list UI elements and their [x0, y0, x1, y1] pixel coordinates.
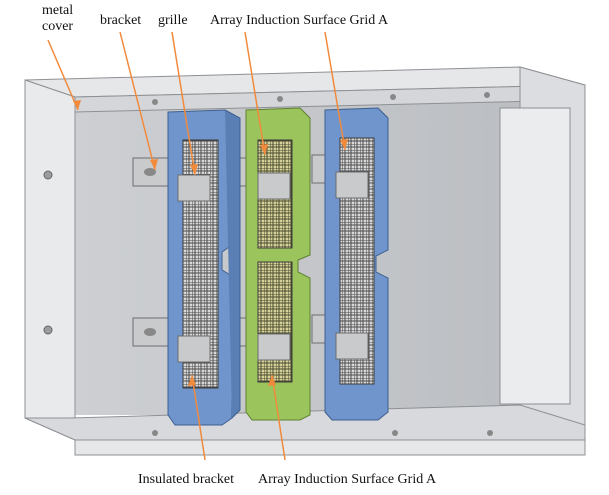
- screw-hole: [392, 430, 398, 436]
- label-metal-cover: metal cover: [42, 3, 102, 35]
- label-array-induction-grid-top: Array Induction Surface Grid A: [210, 13, 389, 28]
- arrowhead: [260, 144, 268, 155]
- array-induction-grid-plate: [245, 107, 311, 421]
- bracket-clamp: [177, 174, 211, 202]
- arrowhead: [340, 139, 348, 150]
- arrowhead: [268, 375, 276, 386]
- label-metal-cover-line1: metal: [42, 3, 74, 18]
- enclosure-bottom-edge: [74, 439, 586, 456]
- bracket-clamp: [177, 335, 211, 363]
- callout-arrow-insulated-bracket: [191, 374, 206, 461]
- screw-hole: [152, 430, 158, 436]
- callout-arrow-grid-top-left: [244, 31, 266, 156]
- label-bracket: bracket: [100, 13, 142, 28]
- bracket-clamp: [257, 172, 291, 200]
- screw-hole: [152, 99, 158, 105]
- insulated-bracket-right: [324, 107, 389, 421]
- bracket-clamp: [257, 333, 291, 361]
- arrowhead: [188, 375, 196, 386]
- arrowhead: [190, 164, 198, 175]
- enclosure-right-inner: [499, 107, 571, 405]
- screw-hole: [390, 94, 396, 100]
- metal-cover-panel: [24, 79, 76, 441]
- screw-hole: [43, 325, 53, 335]
- callout-arrow-grid-bottom: [271, 374, 286, 461]
- screw-hole: [487, 430, 493, 436]
- screw-hole: [484, 92, 490, 98]
- label-metal-cover-line2: cover: [42, 19, 74, 34]
- metal-bracket: [132, 317, 174, 347]
- label-insulated-bracket: Insulated bracket: [138, 472, 235, 487]
- insulated-bracket-left: [167, 109, 241, 426]
- bracket-clamp: [335, 332, 369, 360]
- screw-hole: [43, 170, 53, 180]
- arrowhead: [150, 159, 158, 170]
- callout-arrow-bracket: [119, 31, 156, 171]
- screw-hole: [277, 96, 283, 102]
- callout-arrow-grille: [171, 31, 196, 176]
- arrowhead: [73, 100, 81, 110]
- label-grille: grille: [158, 13, 188, 28]
- label-array-induction-grid-bottom: Array Induction Surface Grid A: [258, 472, 437, 487]
- grille-mesh: [257, 261, 293, 383]
- callout-arrow-metal-cover: [47, 39, 79, 111]
- bracket-clamp: [335, 171, 369, 199]
- callout-arrow-grid-top-right: [324, 31, 346, 151]
